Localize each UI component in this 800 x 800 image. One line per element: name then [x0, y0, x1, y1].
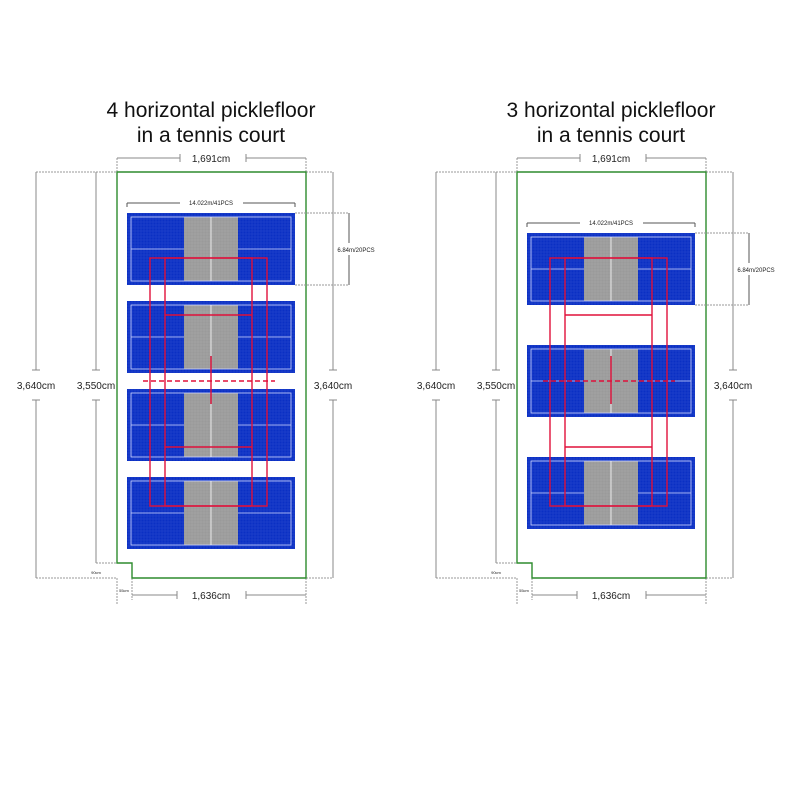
title-line-1: 3 horizontal picklefloor	[506, 99, 716, 122]
tennis-court-boundary	[116, 171, 307, 579]
pickleball-court-3	[527, 457, 695, 529]
court-layout-1: 1,691cm 3,640cm 3,550cm 3,640cm 90cm 55cm 1,63…	[17, 154, 375, 605]
offset-horizontal-label: 55cm	[519, 588, 529, 593]
title-line-2: in a tennis court	[136, 124, 286, 147]
court-layout-2: 1,691cm 3,640cm 3,550cm 3,640cm 90cm 55cm 1,63…	[417, 154, 775, 605]
tennis-doubles-lines	[149, 257, 268, 507]
offset-vertical-label: 90cm	[491, 570, 501, 575]
pickle-width-label: 14.022m/41PCS	[189, 201, 233, 207]
inner-length-label: 3,550cm	[477, 381, 515, 392]
diagram-title-3-courts: 3 horizontal picklefloor in a tennis cou…	[461, 98, 761, 148]
outer-width-label: 1,691cm	[192, 154, 230, 165]
diagram-title-4-courts: 4 horizontal picklefloor in a tennis cou…	[61, 98, 361, 148]
pickleball-court-1	[127, 213, 295, 285]
tennis-singles-lines	[564, 257, 653, 507]
pickleball-court-1	[527, 233, 695, 305]
inner-width-label: 1,636cm	[592, 591, 630, 602]
outer-length-left-label: 3,640cm	[417, 381, 455, 392]
title-line-2: in a tennis court	[536, 124, 686, 147]
pickle-depth-label: 6.84m/20PCS	[737, 268, 774, 274]
pickle-depth-label: 6.84m/20PCS	[337, 248, 374, 254]
pickle-width-label: 14.022m/41PCS	[589, 221, 633, 227]
title-line-1: 4 horizontal picklefloor	[106, 99, 316, 122]
outer-length-right-label: 3,640cm	[314, 381, 352, 392]
outer-length-left-label: 3,640cm	[17, 381, 55, 392]
offset-vertical-label: 90cm	[91, 570, 101, 575]
offset-horizontal-label: 55cm	[119, 588, 129, 593]
inner-width-label: 1,636cm	[192, 591, 230, 602]
tennis-singles-lines	[164, 257, 253, 507]
outer-length-right-label: 3,640cm	[714, 381, 752, 392]
outer-width-label: 1,691cm	[592, 154, 630, 165]
pickleball-court-4	[127, 477, 295, 549]
tennis-court-boundary	[516, 171, 707, 579]
inner-length-label: 3,550cm	[77, 381, 115, 392]
